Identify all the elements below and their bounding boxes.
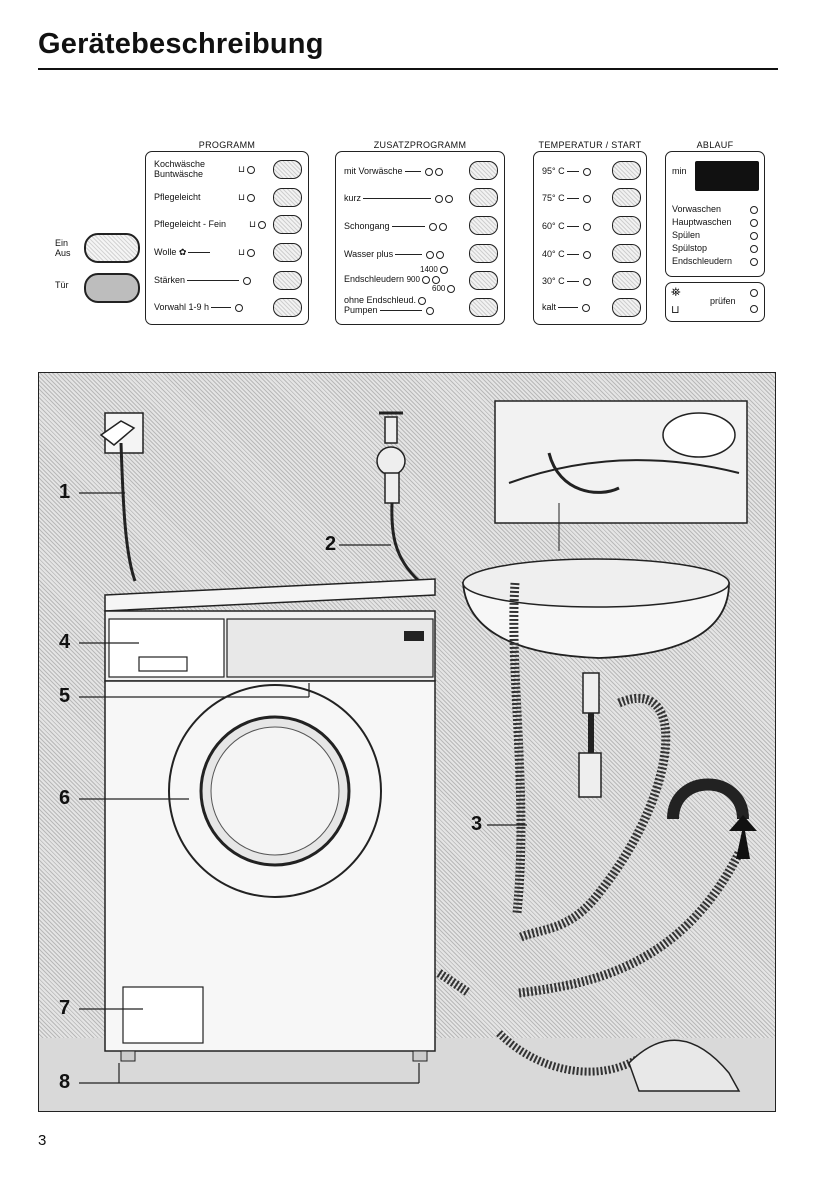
zusatz-button-2[interactable] <box>469 188 498 207</box>
program-pflegeleicht-fein: Pflegeleicht - Fein <box>154 219 227 229</box>
program-vorwahl: Vorwahl 1-9 h <box>154 302 244 312</box>
program-led <box>243 276 252 285</box>
program-led <box>247 165 256 174</box>
program-led <box>247 193 256 202</box>
zusatz-button-5[interactable] <box>469 271 498 290</box>
programm-box: Kochwäsche Buntwäsche ⊔ Pflegeleicht ⊔ P… <box>145 151 309 325</box>
sink-inset <box>494 400 748 551</box>
installation-illustration: 1 2 3 4 5 6 7 8 <box>38 372 776 1112</box>
temp-button-kalt[interactable] <box>612 298 641 317</box>
program-button-2[interactable] <box>273 188 302 207</box>
zusatz-wasser-plus: Wasser plus <box>344 249 445 259</box>
programm-title: PROGRAMM <box>198 140 256 150</box>
title-rule <box>38 68 778 70</box>
ablauf-box: min Vorwaschen Hauptwaschen Spülen Spüls… <box>665 151 765 277</box>
zusatz-endschleudern: Endschleudern 900 <box>344 274 440 285</box>
water-tap <box>376 411 406 504</box>
power-button[interactable] <box>84 233 140 263</box>
time-display <box>695 161 759 191</box>
wall-socket <box>99 412 144 454</box>
pruefen-label: prüfen <box>710 296 736 306</box>
tap-icon: ⛯ <box>671 285 681 299</box>
callout-2: 2 <box>325 533 337 555</box>
drain-hose-floor <box>518 850 744 998</box>
temp-button-60[interactable] <box>612 216 641 235</box>
callout-7: 7 <box>59 997 71 1019</box>
inlet-hose <box>390 502 421 583</box>
wool-icon: ✿ <box>178 247 187 257</box>
program-led <box>247 248 256 257</box>
pruefen-box: ⛯ ⊔ prüfen <box>665 282 765 322</box>
program-led <box>235 303 244 312</box>
page-number: 3 <box>38 1132 47 1149</box>
page-title: Gerätebeschreibung <box>38 28 324 60</box>
callout-8: 8 <box>59 1071 71 1093</box>
temperatur-box: 95° C 75° C 60° C 40° C 30° C kalt <box>533 151 647 325</box>
zusatz-schongang: Schongang <box>344 221 447 231</box>
callout-1: 1 <box>59 481 71 503</box>
door-label: Tür <box>55 280 69 290</box>
up-arrow <box>729 815 757 859</box>
installation-drawing <box>39 400 775 1111</box>
zusatz-button-1[interactable] <box>469 161 498 180</box>
program-kochwaesche: Kochwäsche Buntwäsche <box>154 159 206 179</box>
min-label: min <box>672 166 687 176</box>
temp-button-40[interactable] <box>612 244 641 263</box>
zusatz-ohne-endschleudern: ohne Endschleud. Pumpen <box>344 295 434 315</box>
temp-button-75[interactable] <box>612 188 641 207</box>
spin-speeds: 1400 <box>420 265 448 274</box>
zusatz-button-4[interactable] <box>469 244 498 263</box>
program-led <box>258 220 267 229</box>
zusatz-box: mit Vorwäsche kurz Schongang Wasser plus… <box>335 151 505 325</box>
program-button-1[interactable] <box>273 160 302 179</box>
zusatz-kurz: kurz <box>344 193 454 203</box>
program-button-5[interactable] <box>273 271 302 290</box>
floor-drain <box>628 1039 741 1092</box>
zusatz-button-3[interactable] <box>469 216 498 235</box>
tub-icon: ⊔ <box>238 247 246 257</box>
drain-hose-basin <box>509 582 526 914</box>
tub-icon: ⊔ <box>238 164 246 174</box>
callout-4: 4 <box>59 631 71 653</box>
program-button-4[interactable] <box>273 243 302 262</box>
tub-icon: ⊔ <box>238 192 246 202</box>
zusatz-title: ZUSATZPROGRAMM <box>373 140 467 150</box>
drain-hose-siphon <box>516 693 671 943</box>
zusatz-button-6[interactable] <box>469 298 498 317</box>
callout-3: 3 <box>471 813 483 835</box>
hose-hook <box>667 778 749 820</box>
callout-5: 5 <box>59 685 71 707</box>
temperatur-title: TEMPERATUR / START <box>538 140 642 150</box>
program-button-6[interactable] <box>273 298 302 317</box>
program-wolle: Wolle ✿ <box>154 247 212 257</box>
temp-button-95[interactable] <box>612 161 641 180</box>
callout-6: 6 <box>59 787 71 809</box>
program-staerken: Stärken <box>154 275 252 285</box>
wash-basin <box>462 558 730 798</box>
program-button-3[interactable] <box>273 215 302 234</box>
ablauf-title: ABLAUF <box>696 140 734 150</box>
callout-lines <box>79 492 527 1084</box>
temp-button-30[interactable] <box>612 271 641 290</box>
power-cable <box>119 442 137 582</box>
drain-icon: ⊔ <box>671 304 680 316</box>
program-pflegeleicht: Pflegeleicht <box>154 192 201 202</box>
washing-machine <box>104 578 436 1062</box>
door-button[interactable] <box>84 273 140 303</box>
zusatz-vorwaesche: mit Vorwäsche <box>344 166 443 176</box>
tub-icon: ⊔ <box>249 219 257 229</box>
